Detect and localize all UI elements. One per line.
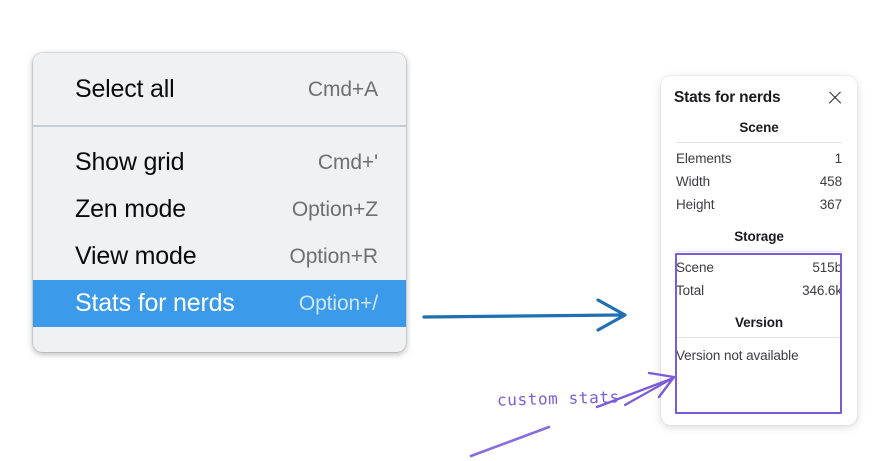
stat-key: Elements	[676, 151, 732, 166]
menu-item-select-all[interactable]: Select all Cmd+A	[33, 66, 406, 113]
menu-item-label: Zen mode	[75, 195, 186, 223]
stat-row-storage-scene: Scene 515b	[674, 256, 844, 279]
blue-arrow-icon	[422, 298, 627, 332]
annotation-underline-stroke	[469, 425, 551, 458]
menu-item-label: Select all	[75, 75, 175, 103]
stat-value: 346.6k	[802, 283, 842, 298]
stats-for-nerds-panel[interactable]: Stats for nerds Scene Elements 1 Width 4…	[661, 76, 857, 425]
stat-value: 1	[834, 151, 843, 166]
section-heading-scene: Scene	[739, 120, 779, 135]
panel-header: Stats for nerds	[661, 76, 857, 107]
panel-title: Stats for nerds	[674, 89, 781, 106]
version-text: Version not available	[676, 348, 799, 363]
context-menu[interactable]: Select all Cmd+A Show grid Cmd+' Zen mod…	[33, 53, 406, 352]
purple-arrow-icon	[595, 371, 676, 409]
stat-key: Scene	[676, 260, 714, 275]
section-heading-storage: Storage	[734, 229, 784, 244]
stat-row-elements: Elements 1	[674, 147, 844, 170]
stat-value: 367	[819, 197, 842, 212]
stat-row-height: Height 367	[674, 193, 844, 216]
menu-item-zen-mode[interactable]: Zen mode Option+Z	[33, 186, 406, 233]
section-rule	[676, 251, 842, 252]
stat-value: 458	[819, 174, 842, 189]
menu-item-label: Show grid	[75, 148, 185, 176]
close-icon[interactable]	[827, 90, 843, 106]
menu-item-stats-for-nerds[interactable]: Stats for nerds Option+/	[33, 280, 406, 327]
menu-item-show-grid[interactable]: Show grid Cmd+'	[33, 139, 406, 186]
section-rule	[676, 142, 842, 143]
stat-key: Height	[676, 197, 715, 212]
menu-bottom-padding	[33, 327, 406, 347]
stat-row-storage-total: Total 346.6k	[674, 279, 844, 302]
menu-item-view-mode[interactable]: View mode Option+R	[33, 233, 406, 280]
menu-item-shortcut: Cmd+'	[317, 151, 378, 174]
menu-section-2: Show grid Cmd+' Zen mode Option+Z View m…	[33, 127, 406, 347]
menu-item-shortcut: Option+R	[289, 245, 378, 268]
menu-divider	[33, 125, 406, 127]
stat-value: 515b	[812, 260, 842, 275]
menu-item-shortcut: Option+/	[298, 292, 378, 315]
section-heading-version: Version	[734, 315, 784, 330]
stat-key: Width	[676, 174, 711, 189]
panel-body: Scene Elements 1 Width 458 Height 367 St…	[661, 107, 857, 365]
section-rule	[676, 337, 842, 338]
menu-item-label: View mode	[75, 242, 197, 270]
menu-item-shortcut: Option+Z	[291, 198, 378, 221]
stat-row-width: Width 458	[674, 170, 844, 193]
menu-item-shortcut: Cmd+A	[307, 78, 378, 101]
stat-key: Total	[676, 283, 705, 298]
menu-section-1: Select all Cmd+A	[33, 53, 406, 125]
menu-item-label: Stats for nerds	[75, 289, 235, 317]
